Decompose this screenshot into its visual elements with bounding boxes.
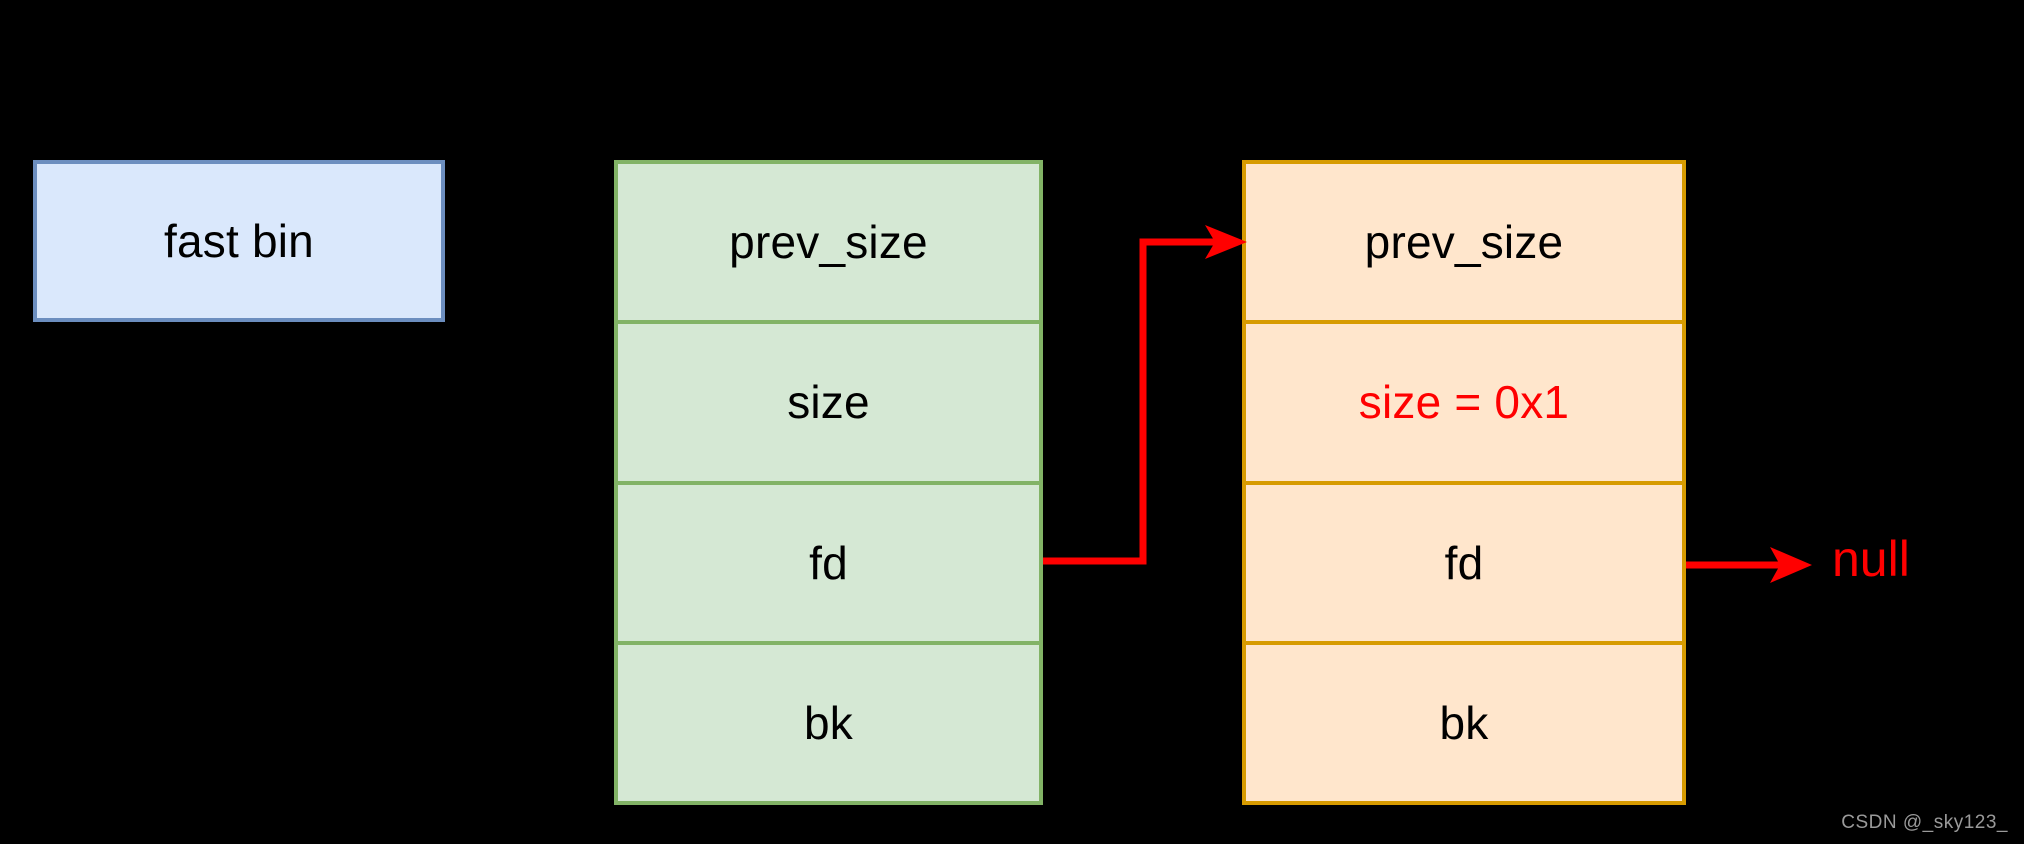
null-label: null	[1832, 531, 1910, 587]
target-chunk-box: prev_size size = 0x1 fd bk	[1242, 160, 1686, 805]
fast-bin-label: fast bin	[164, 215, 314, 267]
fd-to-null-arrow	[1686, 547, 1812, 583]
fd-to-next-chunk-arrow-head	[1205, 225, 1247, 259]
target-chunk-row-size: size = 0x1	[1246, 320, 1682, 480]
target-chunk-row-bk: bk	[1246, 640, 1682, 801]
free-chunk-row-fd: fd	[618, 480, 1039, 641]
target-chunk-row-fd: fd	[1246, 480, 1682, 641]
watermark: CSDN @_sky123_	[1841, 812, 2008, 833]
fast-bin-box: fast bin	[33, 160, 445, 322]
fd-to-next-chunk-arrow-path	[1043, 238, 1225, 565]
free-chunk-row-bk: bk	[618, 640, 1039, 801]
fd-to-null-arrow-head	[1770, 547, 1812, 583]
free-chunk-row-size: size	[618, 320, 1039, 480]
target-chunk-row-prev-size: prev_size	[1364, 216, 1564, 269]
free-chunk-row-prev-size: prev_size	[729, 216, 928, 269]
free-chunk-box: prev_size size fd bk	[614, 160, 1043, 805]
fd-to-next-chunk-arrow	[1043, 225, 1247, 565]
